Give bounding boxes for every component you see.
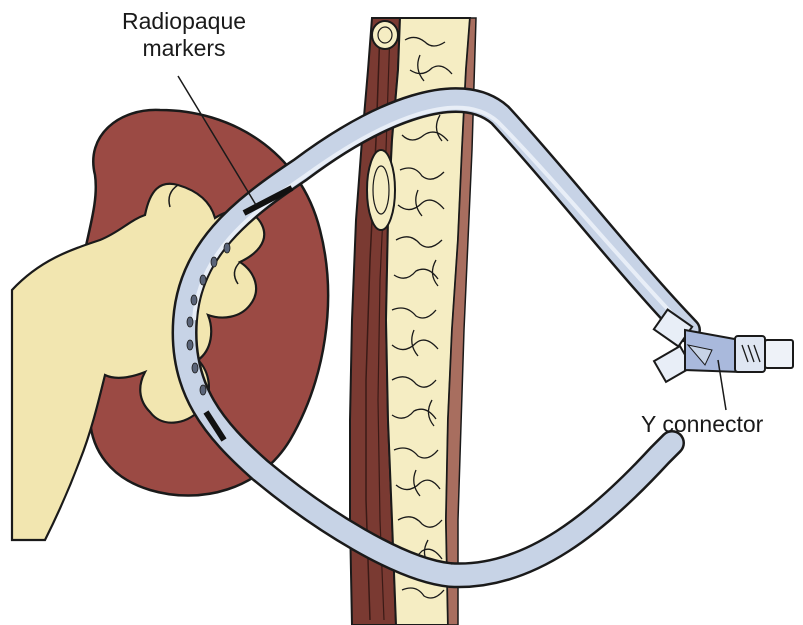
leader-lines: [177, 75, 727, 411]
y-connector-label: Y connector: [641, 411, 764, 437]
vessel-nodes: [366, 20, 399, 231]
radiopaque-marker-bands: [203, 185, 294, 442]
radiopaque-markers-label-line1: Radiopaque: [121, 8, 247, 34]
nephrostomy-loop-catheter: [171, 87, 701, 589]
y-connector-device: [684, 328, 794, 374]
radiopaque-markers-label: Radiopaque markers: [104, 8, 264, 62]
radiopaque-markers-label-line2: markers: [142, 35, 226, 61]
